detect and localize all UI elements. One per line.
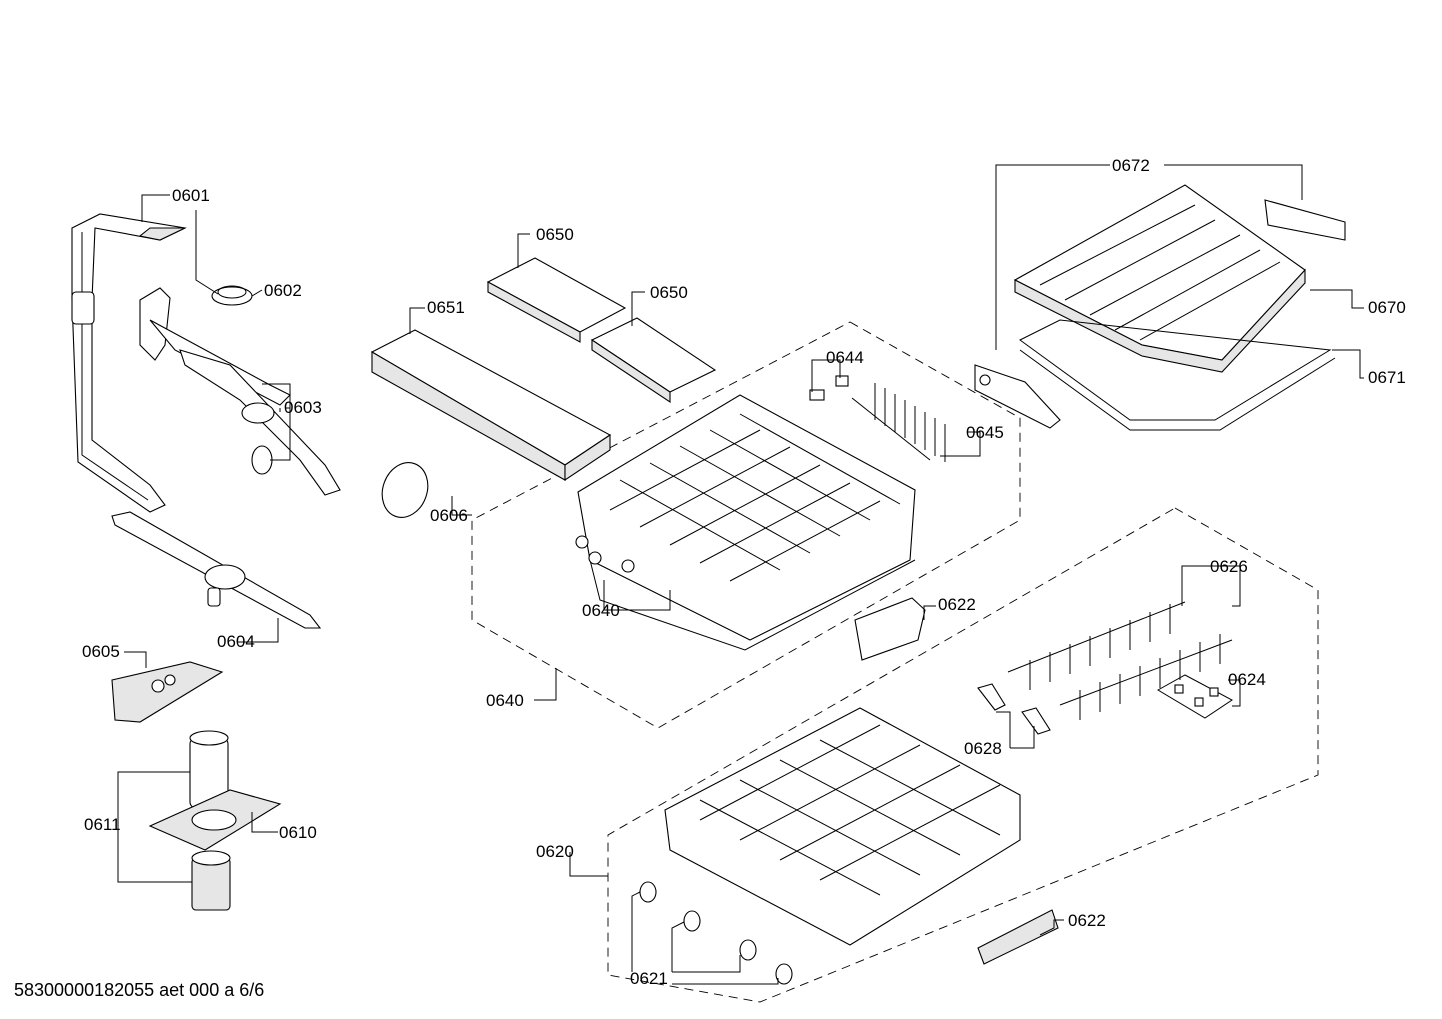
label-0622-upper: 0622 (938, 595, 976, 614)
part-0670-cutlery-drawer (1013, 184, 1306, 373)
label-0650-second: 0650 (650, 283, 688, 302)
part-0644-clips (809, 375, 849, 401)
part-0622-basket-upper (854, 597, 926, 661)
label-0644: 0644 (826, 348, 864, 367)
label-0640-upper: 0640 (582, 601, 620, 620)
label-0604: 0604 (217, 632, 255, 651)
label-0611: 0611 (84, 815, 121, 834)
part-0651-cutlery-holder (370, 329, 612, 482)
document-number: 58300000182055 aet 000 a 6/6 (14, 980, 265, 1000)
part-0604-lower-spray-arm (111, 511, 322, 629)
part-0621-wheels (639, 881, 793, 985)
part-0672-slide-right (1264, 199, 1346, 241)
part-0645-tine-rack (851, 383, 946, 462)
part-0640-upper-basket (575, 394, 916, 651)
label-0670: 0670 (1368, 298, 1406, 317)
label-0626: 0626 (1210, 557, 1248, 576)
label-0650-first: 0650 (536, 225, 574, 244)
part-0650-insert-2 (590, 317, 717, 404)
label-0671: 0671 (1368, 368, 1406, 387)
part-0672-slide-left (974, 364, 1061, 429)
leader-lines (117, 164, 1364, 985)
label-0624: 0624 (1228, 670, 1266, 689)
part-0605-micro-filter (111, 661, 224, 723)
part-0603-upper-spray-arm (139, 287, 341, 496)
part-0628-holders (977, 683, 1051, 735)
lower-rack-assembly-outline (607, 507, 1319, 1003)
label-0610: 0610 (279, 823, 317, 842)
part-0602-nut (211, 285, 253, 306)
part-labels: 0601 0602 0603 0604 0605 0606 0610 0611 … (82, 156, 1406, 988)
label-0620: 0620 (536, 842, 574, 861)
label-0622-lower: 0622 (1068, 911, 1106, 930)
label-0601: 0601 (172, 186, 210, 205)
label-0621: 0621 (630, 969, 668, 988)
part-0601-supply-pipe (71, 213, 187, 513)
part-0624-clip-set (1156, 674, 1233, 719)
label-0645: 0645 (966, 423, 1004, 442)
part-0622-handle-lower (977, 909, 1059, 965)
label-0605: 0605 (82, 642, 120, 661)
part-0611-fine-filter (191, 850, 231, 911)
label-0602: 0602 (264, 281, 302, 300)
part-0620-lower-basket (664, 707, 1021, 946)
part-0606-spray-disc (381, 462, 429, 518)
label-0651: 0651 (427, 298, 465, 317)
label-0603: 0603 (284, 398, 322, 417)
label-0628: 0628 (964, 739, 1002, 758)
part-0671-rail-frame (1019, 319, 1336, 431)
part-0650-insert-1 (486, 257, 627, 343)
label-0672: 0672 (1112, 156, 1150, 175)
part-0610-flat-filter (148, 789, 282, 851)
part-0626-tine-racks (1007, 601, 1233, 720)
upper-rack-assembly-outline (471, 321, 1021, 729)
label-0606: 0606 (430, 506, 468, 525)
label-0640-lower: 0640 (486, 691, 524, 710)
